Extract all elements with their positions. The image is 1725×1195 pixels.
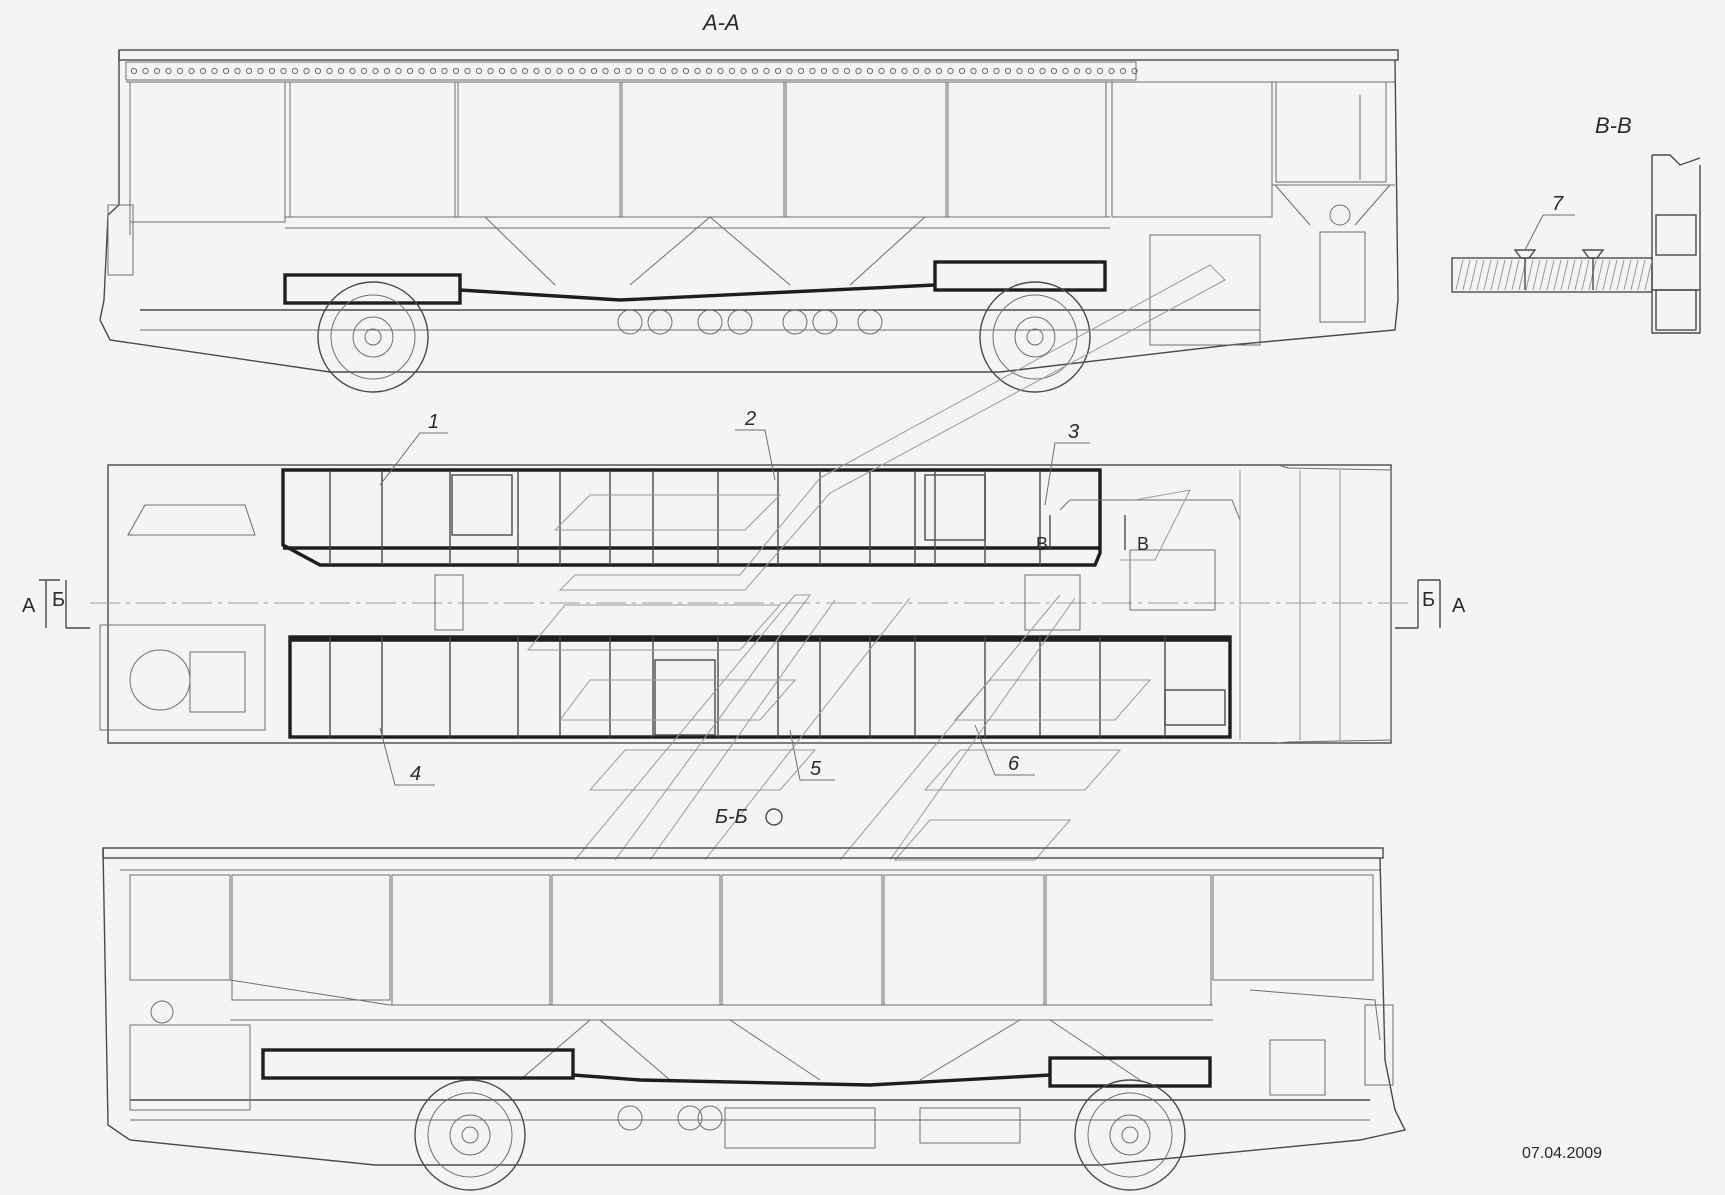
- svg-text:2: 2: [744, 408, 756, 430]
- roof-rivets: [130, 67, 1138, 75]
- cut-label-v-left: В: [1036, 534, 1048, 554]
- section-vv-title: В-В: [1595, 113, 1632, 138]
- callout-4: 4: [379, 727, 435, 786]
- section-bb-title: Б-Б: [715, 806, 748, 828]
- front-wheel-bottom: [1074, 1079, 1186, 1191]
- detail-vv: В-В 7: [1451, 113, 1701, 334]
- drawing-date: 07.04.2009: [1522, 1145, 1602, 1162]
- rear-wheel-bottom: [414, 1079, 526, 1191]
- rear-wheel-aa: [317, 281, 429, 393]
- section-bb-symbol: [765, 808, 783, 826]
- cut-marker-v: В В: [1036, 515, 1149, 554]
- cut-marker-left: А Б: [22, 579, 90, 629]
- lower-frame: [288, 635, 1232, 739]
- floor-hatching: [1455, 259, 1653, 291]
- side-view-bottom: [102, 847, 1407, 1191]
- callout-2: 2: [735, 408, 776, 481]
- cut-marker-right: Б А: [1395, 579, 1466, 629]
- svg-text:5: 5: [810, 758, 822, 780]
- callout-6: 6: [974, 724, 1035, 776]
- cut-label-a-right: А: [1452, 595, 1466, 617]
- cut-label-a-left: А: [22, 595, 36, 617]
- svg-text:6: 6: [1008, 753, 1020, 775]
- section-aa-title: А-А: [701, 10, 740, 35]
- section-bb-leader: [526, 264, 1226, 861]
- air-tanks: [617, 309, 883, 335]
- upper-frame: [281, 468, 1102, 567]
- cut-label-v-right: В: [1137, 534, 1149, 554]
- svg-text:1: 1: [428, 411, 439, 433]
- screw-right: [1581, 249, 1605, 290]
- cut-label-b-right: Б: [1422, 589, 1435, 611]
- callout-1: 1: [379, 411, 448, 486]
- callout-3: 3: [1044, 421, 1090, 506]
- plan-view: А Б Б А В В 1 2 3: [22, 264, 1466, 861]
- callout-7: 7: [1552, 193, 1564, 215]
- front-wheel-aa: [979, 281, 1091, 393]
- side-view-aa: А-А: [99, 10, 1399, 393]
- svg-text:4: 4: [410, 763, 421, 785]
- screw-left: [1513, 249, 1537, 290]
- cut-label-b-left: Б: [52, 589, 65, 611]
- svg-text:3: 3: [1068, 421, 1079, 443]
